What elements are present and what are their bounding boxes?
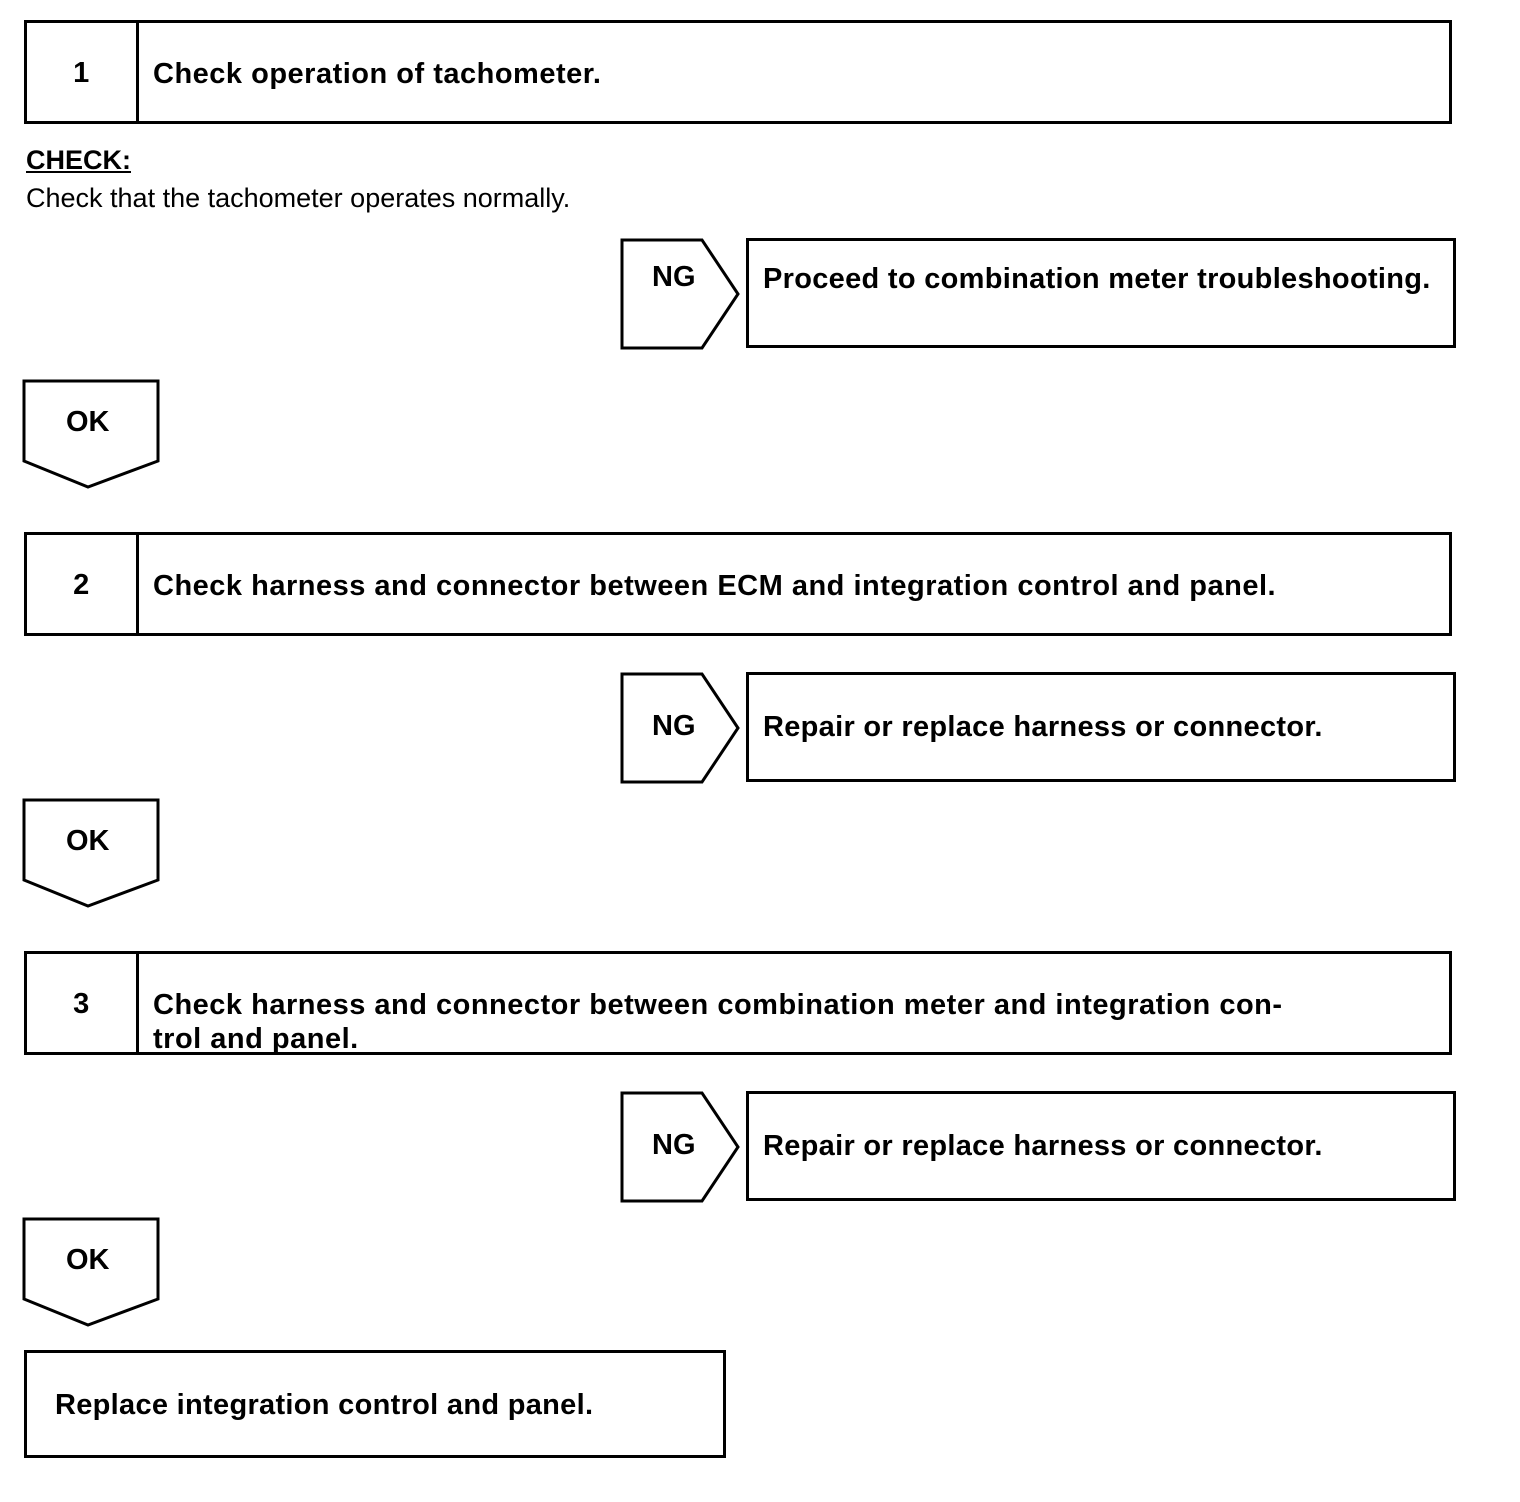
ok-arrow-3 [22, 1217, 160, 1327]
step-3-title: Check harness and connector between comb… [153, 989, 1283, 1055]
ng-label-3: NG [652, 1129, 696, 1161]
ng-result-box-1: Proceed to combination meter troubleshoo… [746, 238, 1456, 348]
step-2-title: Check harness and connector between ECM … [153, 570, 1277, 602]
ok-arrow-2 [22, 798, 160, 908]
ng-action-2: Repair or replace harness or connector. [763, 711, 1323, 743]
step-1-number: 1 [27, 23, 139, 121]
ng-arrow-3 [620, 1091, 740, 1203]
step-1-box: 1 Check operation of tachometer. [24, 20, 1452, 124]
ng-result-box-3: Repair or replace harness or connector. [746, 1091, 1456, 1201]
final-action-text: Replace integration control and panel. [55, 1389, 594, 1421]
step-3-box: 3 Check harness and connector between co… [24, 951, 1452, 1055]
ng-label-1: NG [652, 261, 696, 293]
ok-label-1: OK [66, 406, 110, 438]
ng-result-box-2: Repair or replace harness or connector. [746, 672, 1456, 782]
ng-arrow-2 [620, 672, 740, 784]
ng-action-3: Repair or replace harness or connector. [763, 1130, 1323, 1162]
check-heading: CHECK: [26, 145, 131, 175]
ng-arrow-1 [620, 238, 740, 350]
step-1-title: Check operation of tachometer. [153, 58, 602, 90]
ng-label-2: NG [652, 710, 696, 742]
step-3-number: 3 [27, 954, 139, 1052]
step-2-number: 2 [27, 535, 139, 633]
final-action-box: Replace integration control and panel. [24, 1350, 726, 1458]
ok-label-2: OK [66, 825, 110, 857]
check-instruction: Check that the tachometer operates norma… [26, 183, 571, 213]
ok-arrow-1 [22, 379, 160, 489]
ng-action-1: Proceed to combination meter troubleshoo… [763, 263, 1431, 295]
step-2-box: 2 Check harness and connector between EC… [24, 532, 1452, 636]
ok-label-3: OK [66, 1244, 110, 1276]
